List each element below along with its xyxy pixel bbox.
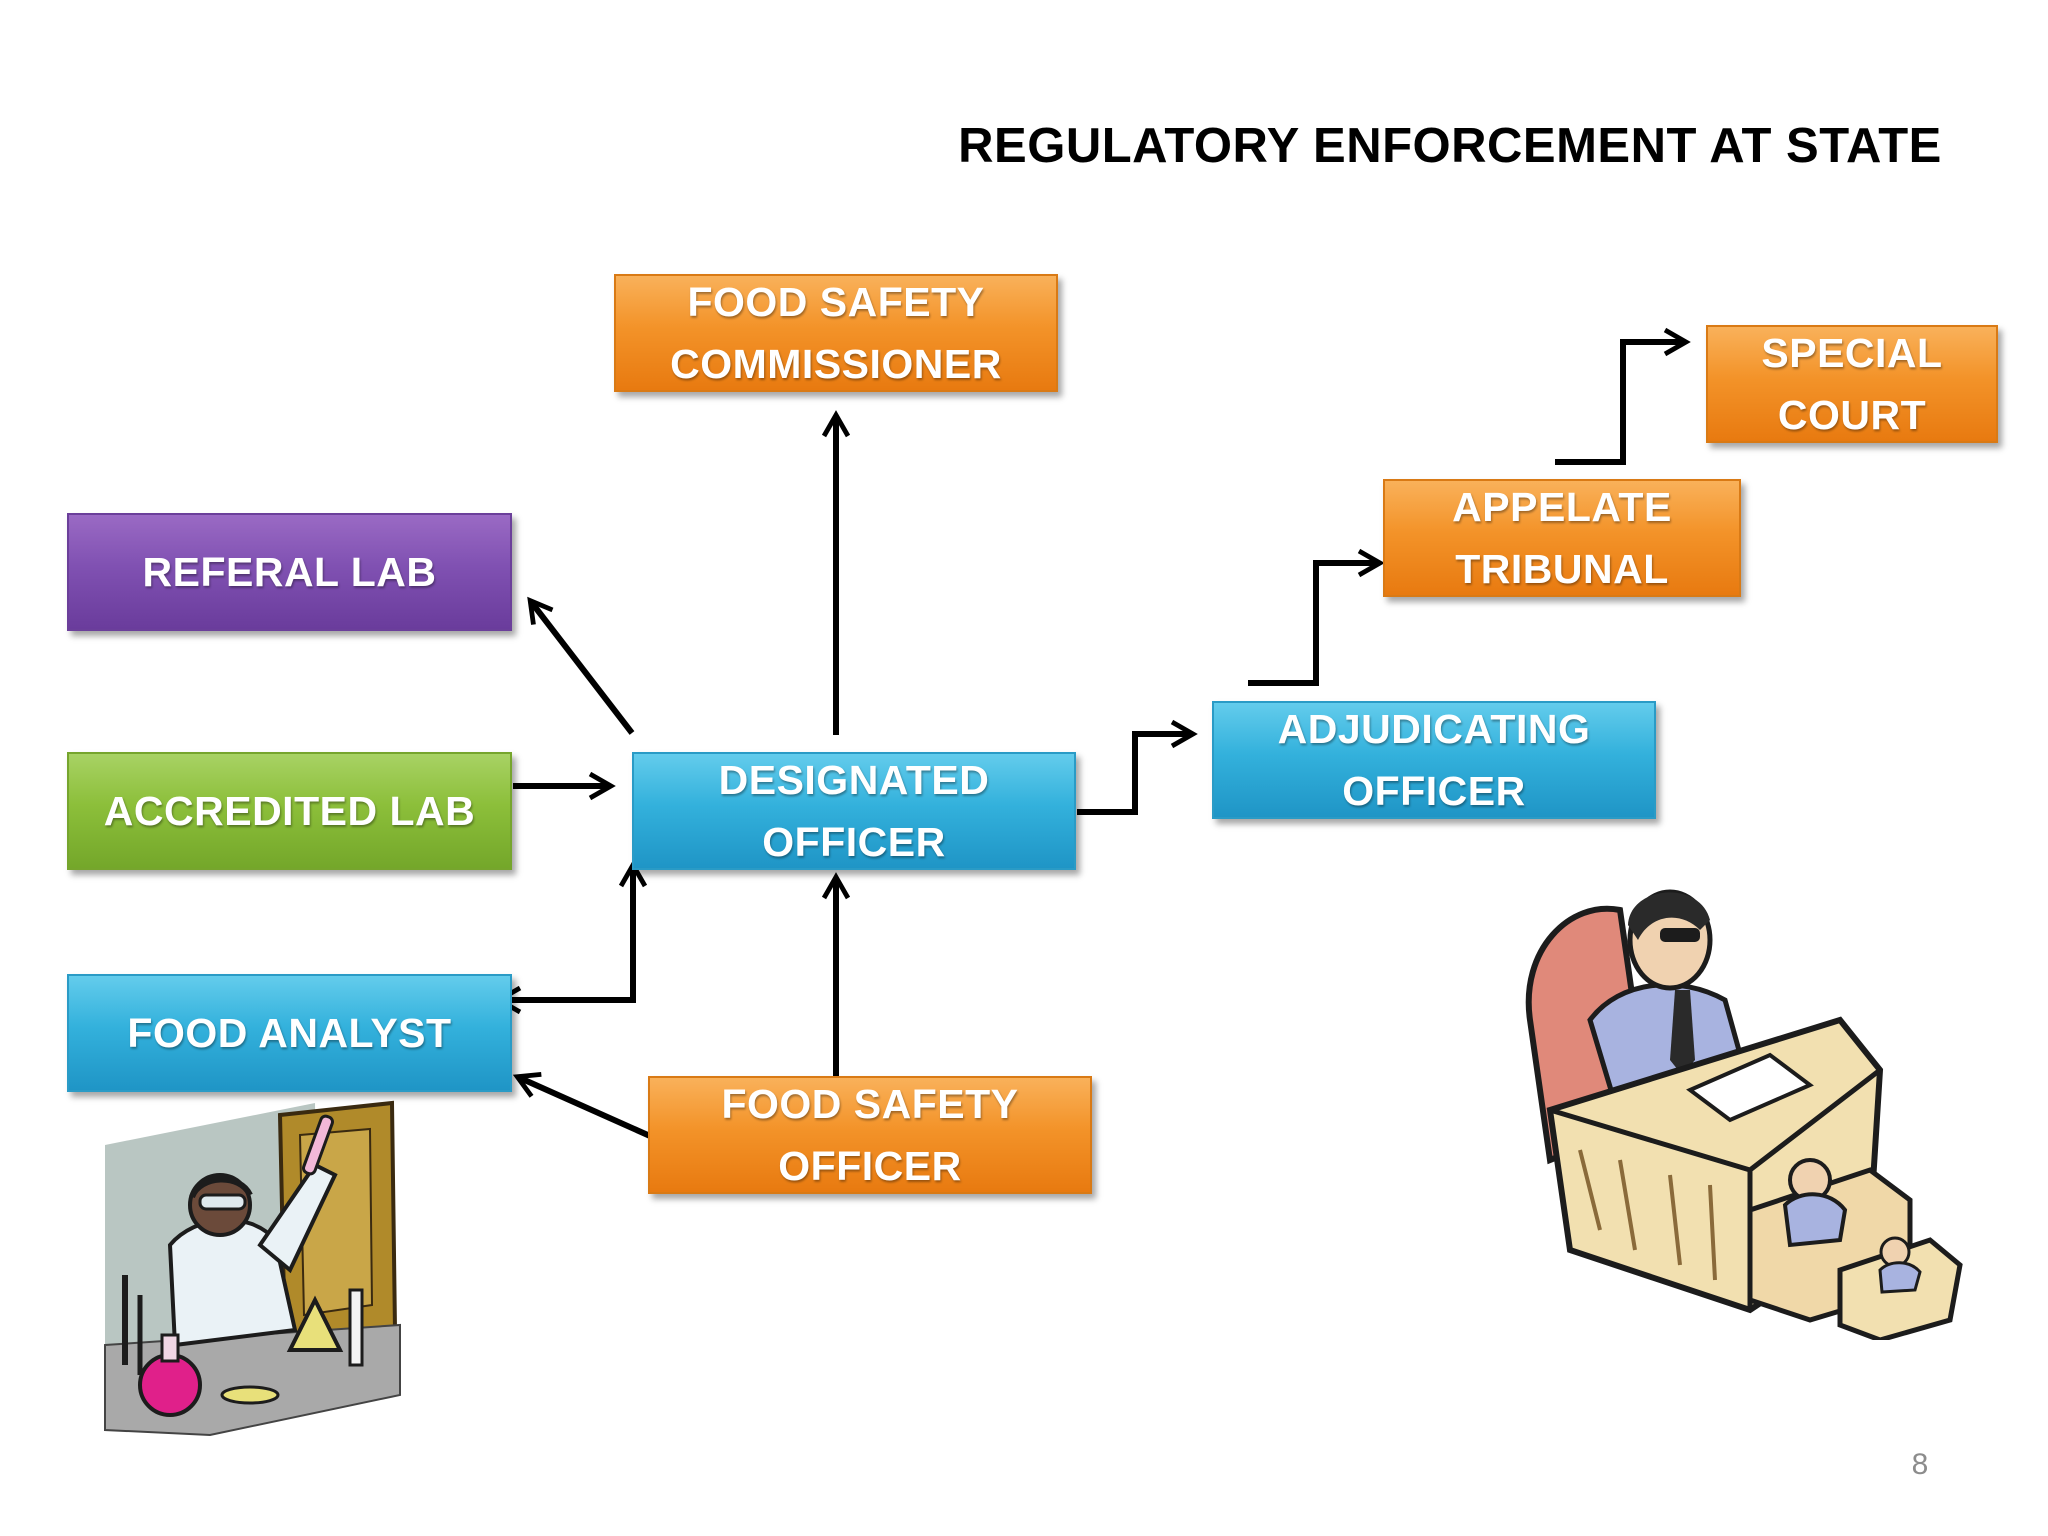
box-label-line: OFFICER: [1342, 768, 1526, 814]
box-label-line: OFFICER: [778, 1143, 962, 1189]
referal-lab-box: REFERAL LAB: [67, 513, 512, 631]
box-label-line: FOOD SAFETY: [687, 279, 985, 325]
box-label-line: COURT: [1777, 392, 1927, 438]
page-number: 8: [1911, 1448, 1929, 1481]
box-label-line: COMMISSIONER: [670, 341, 1002, 387]
arrow-do-to-referal-lab: [527, 596, 635, 735]
box-label-line: APPELATE: [1452, 484, 1672, 530]
box-label-line: ADJUDICATING: [1277, 706, 1591, 752]
special-court-box: SPECIAL COURT: [1706, 325, 1998, 443]
arrow-do-to-adjudicating: [1077, 719, 1198, 815]
box-label-line: SPECIAL: [1761, 330, 1943, 376]
arrow-adjudicating-to-tribunal: [1248, 548, 1385, 686]
box-label-line: OFFICER: [762, 819, 946, 865]
box-label: ACCREDITED LAB: [103, 788, 476, 834]
food-safety-commissioner-box: FOOD SAFETY COMMISSIONER: [614, 274, 1058, 392]
accredited-lab-box: ACCREDITED LAB: [67, 752, 512, 870]
appelate-tribunal-box: APPELATE TRIBUNAL: [1383, 479, 1741, 597]
lab-scientist-icon: [104, 1100, 401, 1437]
box-label-line: DESIGNATED: [718, 757, 990, 803]
box-label-line: FOOD SAFETY: [721, 1081, 1019, 1127]
food-safety-officer-box: FOOD SAFETY OFFICER: [648, 1076, 1092, 1194]
designated-officer-box: DESIGNATED OFFICER: [632, 752, 1076, 870]
arrow-analyst-do: [494, 860, 648, 1015]
box-label-line: TRIBUNAL: [1455, 546, 1669, 592]
page-title: REGULATORY ENFORCEMENT AT STATE: [958, 119, 1942, 173]
judge-desk-icon: [1525, 889, 1963, 1340]
box-label: FOOD ANALYST: [127, 1010, 452, 1056]
food-analyst-box: FOOD ANALYST: [67, 974, 512, 1092]
adjudicating-officer-box: ADJUDICATING OFFICER: [1212, 701, 1656, 819]
arrow-tribunal-to-court: [1555, 327, 1691, 465]
arrow-fso-to-analyst: [512, 1071, 652, 1139]
box-label: REFERAL LAB: [142, 549, 437, 595]
